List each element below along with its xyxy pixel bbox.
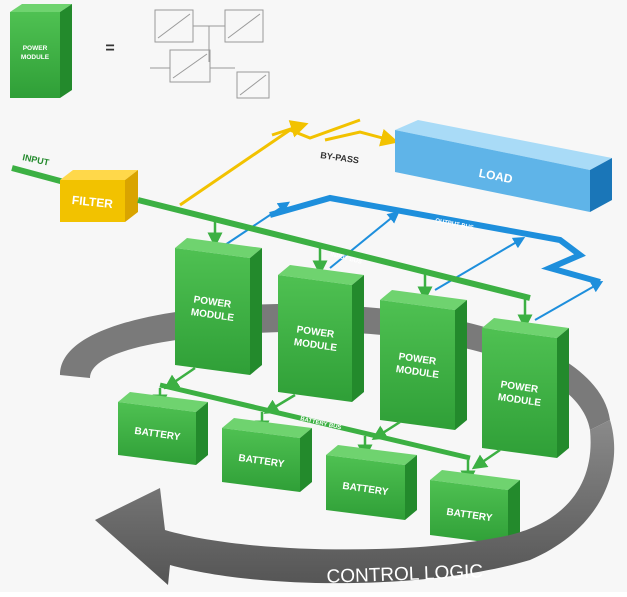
power-module-4-line1: POWER bbox=[500, 379, 540, 395]
battery-4: BATTERY bbox=[430, 470, 520, 545]
power-module-1: POWER MODULE bbox=[175, 238, 262, 375]
control-logic-label: CONTROL LOGIC bbox=[326, 561, 483, 587]
input-line: INPUT bbox=[11, 152, 65, 185]
legend: POWER MODULE = bbox=[10, 4, 270, 99]
power-module-3: POWER MODULE bbox=[380, 290, 467, 430]
load-box: LOAD bbox=[395, 120, 612, 212]
filter-label: FILTER bbox=[71, 193, 114, 211]
batteries: BATTERY BATTERY BATTERY BATTERY bbox=[118, 392, 520, 545]
battery-1: BATTERY bbox=[118, 392, 208, 465]
power-module-1-line1: POWER bbox=[193, 294, 233, 310]
input-label: INPUT bbox=[22, 152, 51, 167]
power-module-2-line1: POWER bbox=[296, 324, 336, 340]
legend-equals-sign: = bbox=[105, 40, 114, 57]
legend-module-label-line2: MODULE bbox=[21, 54, 50, 61]
bypass-label: BY-PASS bbox=[320, 150, 360, 165]
power-module-2: POWER MODULE bbox=[278, 265, 364, 402]
legend-schematic-thumbnail bbox=[150, 9, 270, 99]
load-label: LOAD bbox=[478, 166, 514, 186]
battery-3: BATTERY bbox=[326, 445, 417, 520]
battery-2: BATTERY bbox=[222, 418, 312, 492]
legend-module-label-line1: POWER bbox=[23, 45, 48, 52]
power-modules: POWER MODULE POWER MODULE POWER MODULE P… bbox=[175, 238, 569, 458]
power-module-3-line1: POWER bbox=[398, 351, 438, 367]
power-module-4: POWER MODULE bbox=[482, 318, 569, 458]
bypass-line: BY-PASS bbox=[179, 118, 399, 207]
filter-box: FILTER bbox=[60, 170, 138, 222]
legend-module-box: POWER MODULE bbox=[10, 4, 72, 98]
